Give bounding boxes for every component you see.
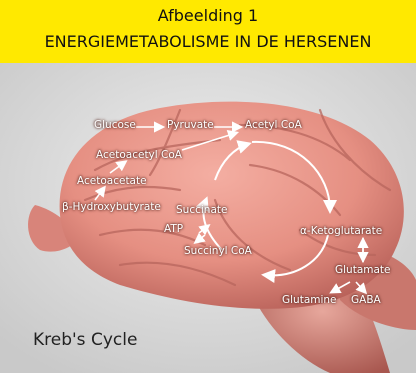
- node-hydroxybutyrate: β-Hydroxybutyrate: [62, 201, 161, 213]
- node-succinyl-coa: Succinyl CoA: [184, 245, 252, 257]
- node-acetoacetate: Acetoacetate: [77, 175, 147, 187]
- node-glutamate: Glutamate: [335, 264, 391, 276]
- node-gaba: GABA: [351, 294, 381, 306]
- title-banner: Afbeelding 1 ENERGIEMETABOLISME IN DE HE…: [0, 0, 416, 63]
- node-succinate: Succinate: [176, 204, 227, 216]
- brain-illustration: Glucose Pyruvate Acetyl CoA Acetoacetyl …: [0, 63, 416, 373]
- node-acetoacetyl-coa: Acetoacetyl CoA: [96, 149, 182, 161]
- figure-subtitle: ENERGIEMETABOLISME IN DE HERSENEN: [0, 32, 416, 51]
- node-atp: ATP: [164, 223, 183, 235]
- node-ketoglutarate: α-Ketoglutarate: [300, 225, 382, 237]
- node-glucose: Glucose: [94, 119, 136, 131]
- brain-drawing: [0, 63, 416, 373]
- node-glutamine: Glutamine: [282, 294, 337, 306]
- diagram-caption: Kreb's Cycle: [33, 330, 137, 350]
- figure-title: Afbeelding 1: [0, 6, 416, 25]
- node-pyruvate: Pyruvate: [167, 119, 214, 131]
- node-acetyl-coa: Acetyl CoA: [245, 119, 302, 131]
